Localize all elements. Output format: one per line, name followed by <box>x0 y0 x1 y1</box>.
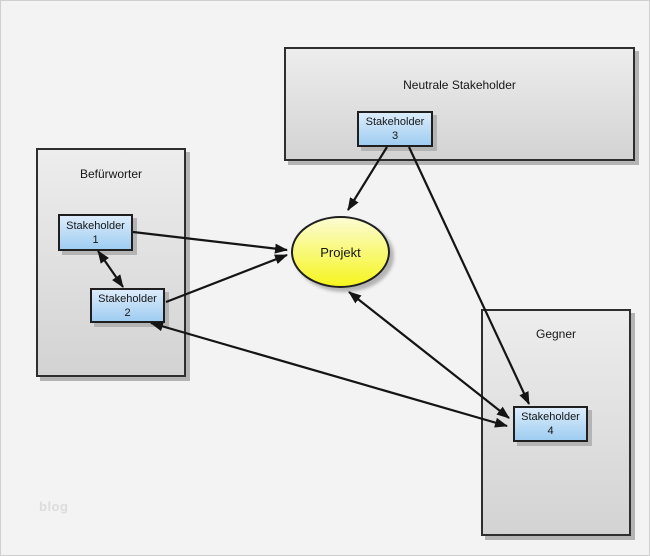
node-stakeholder-2: Stakeholder 2 <box>90 288 165 323</box>
edge-stakeholder2-stakeholder4 <box>150 321 508 428</box>
node-projekt-label: Projekt <box>320 244 361 260</box>
node-stakeholder-3-name: Stakeholder <box>365 116 425 128</box>
watermark-text: blog <box>39 499 69 514</box>
node-stakeholder-1-number: 1 <box>92 233 99 246</box>
node-stakeholder-4-number: 4 <box>547 425 554 437</box>
group-gegner-title: Gegner <box>535 327 577 341</box>
group-neutrale-stakeholder-title: Neutrale Stakeholder <box>403 78 516 92</box>
node-stakeholder-2-number: 2 <box>124 306 131 319</box>
node-stakeholder-1: Stakeholder 1 <box>58 214 133 251</box>
node-stakeholder-4-name: Stakeholder <box>521 411 580 423</box>
node-stakeholder-1-name: Stakeholder <box>66 219 125 232</box>
node-stakeholder-3-number: 3 <box>391 130 399 142</box>
node-stakeholder-2-name: Stakeholder <box>98 292 157 305</box>
group-befuerworter-title: Befürworter <box>79 167 143 181</box>
node-projekt-ellipse: Projekt <box>291 216 390 288</box>
node-stakeholder-3: Stakeholder 3 <box>357 111 433 147</box>
group-befuerworter: Befürworter <box>36 148 186 377</box>
group-neutrale-stakeholder: Neutrale Stakeholder <box>284 47 635 161</box>
node-stakeholder-4: Stakeholder 4 <box>513 406 588 442</box>
